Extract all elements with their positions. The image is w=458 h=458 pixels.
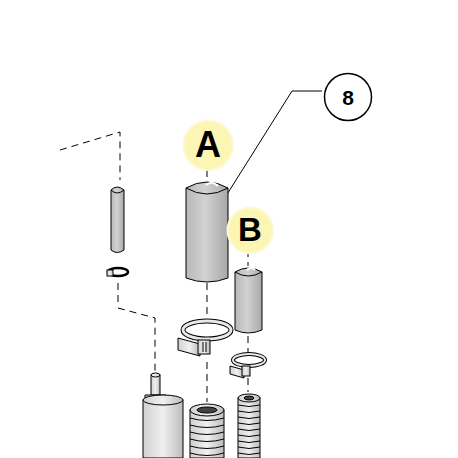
part-letter: A [195, 127, 221, 163]
callout-number: 8 [342, 87, 354, 108]
part-letter: A [182, 119, 234, 171]
assembly-line [60, 132, 120, 180]
small-clamp [107, 268, 128, 276]
part-letter: B [238, 213, 262, 246]
assembly-line [118, 283, 119, 305]
hose-clamp-a [178, 321, 231, 356]
assembly-line [207, 283, 208, 320]
ridged-connector [238, 394, 260, 458]
barb-fitting [143, 373, 183, 458]
hose-clamp-b [230, 354, 265, 378]
corrugated-connector [190, 404, 224, 458]
small-hose [111, 187, 124, 253]
assembly-line [207, 362, 208, 402]
part-letter: B [226, 206, 275, 255]
leader-line [226, 91, 322, 196]
hose-b [235, 268, 262, 333]
assembly-line [248, 336, 249, 352]
assembly-line [248, 378, 249, 392]
callout-number: 8 [323, 72, 373, 122]
hose-a [186, 182, 228, 282]
assembly-line [118, 308, 155, 372]
